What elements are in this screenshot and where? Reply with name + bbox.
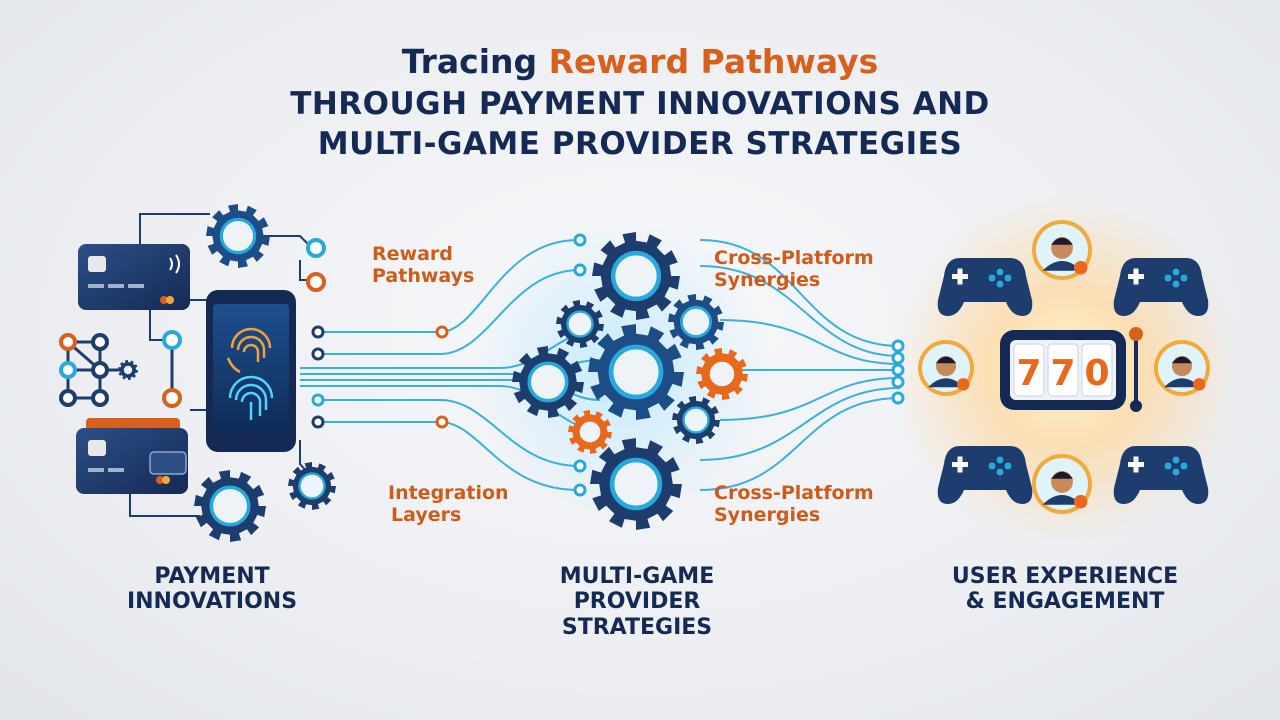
section-user-experience: USER EXPERIENCE & ENGAGEMENT (951, 564, 1179, 615)
title-prefix: Tracing (401, 42, 538, 81)
user-avatar-icon (1032, 454, 1092, 514)
label-cross-platform-bottom: Cross-Platform Synergies (714, 482, 874, 526)
gamepad-icon (1113, 446, 1209, 504)
slot-reel-2: 7 (1050, 353, 1075, 394)
gear-icon (118, 360, 138, 380)
slot-reel-1: 7 (1016, 353, 1041, 394)
pathway-endpoints (311, 233, 905, 497)
user-avatar-icon (918, 340, 974, 396)
label-integration-layers: Integration Layers (388, 482, 509, 526)
title-accent: Reward Pathways (548, 42, 879, 81)
gear-cluster (118, 204, 748, 542)
title-line-3: MULTI-GAME PROVIDER STRATEGIES (317, 126, 963, 162)
slot-machine-icon (1000, 327, 1143, 412)
gear-icon (672, 396, 720, 444)
wallet-icon (76, 418, 188, 494)
gear-icon (590, 438, 682, 530)
gear-icon (668, 294, 724, 350)
credit-card-icon (78, 244, 190, 310)
smartphone-fingerprint-icon (206, 290, 296, 452)
slot-reel-3: 0 (1084, 353, 1109, 394)
gamepad-icon (937, 446, 1033, 504)
gear-icon (568, 410, 612, 454)
gear-icon (512, 346, 584, 418)
gear-icon (194, 470, 266, 542)
gear-icon (206, 204, 270, 268)
gear-icon (588, 324, 684, 420)
label-reward-pathways: Reward Pathways (372, 243, 475, 287)
title-line-1: Tracing Reward Pathways (0, 42, 1280, 81)
title-line-2: THROUGH PAYMENT INNOVATIONS AND (290, 86, 990, 122)
gear-icon (592, 232, 680, 320)
gear-icon (288, 462, 336, 510)
user-avatar-icon (1032, 220, 1092, 280)
gear-icon (696, 348, 748, 400)
network-nodes (59, 238, 326, 408)
section-payment-innovations: PAYMENT INNOVATIONS (126, 564, 298, 615)
gamepad-icon (1113, 258, 1209, 316)
gear-icon (556, 300, 604, 348)
label-cross-platform-top: Cross-Platform Synergies (714, 247, 874, 291)
gamepad-icon (937, 258, 1033, 316)
avatar-group (918, 220, 1210, 514)
gamepad-group (937, 258, 1209, 504)
section-multi-game-provider: MULTI-GAME PROVIDER STRATEGIES (559, 564, 715, 640)
user-avatar-icon (1154, 340, 1210, 396)
